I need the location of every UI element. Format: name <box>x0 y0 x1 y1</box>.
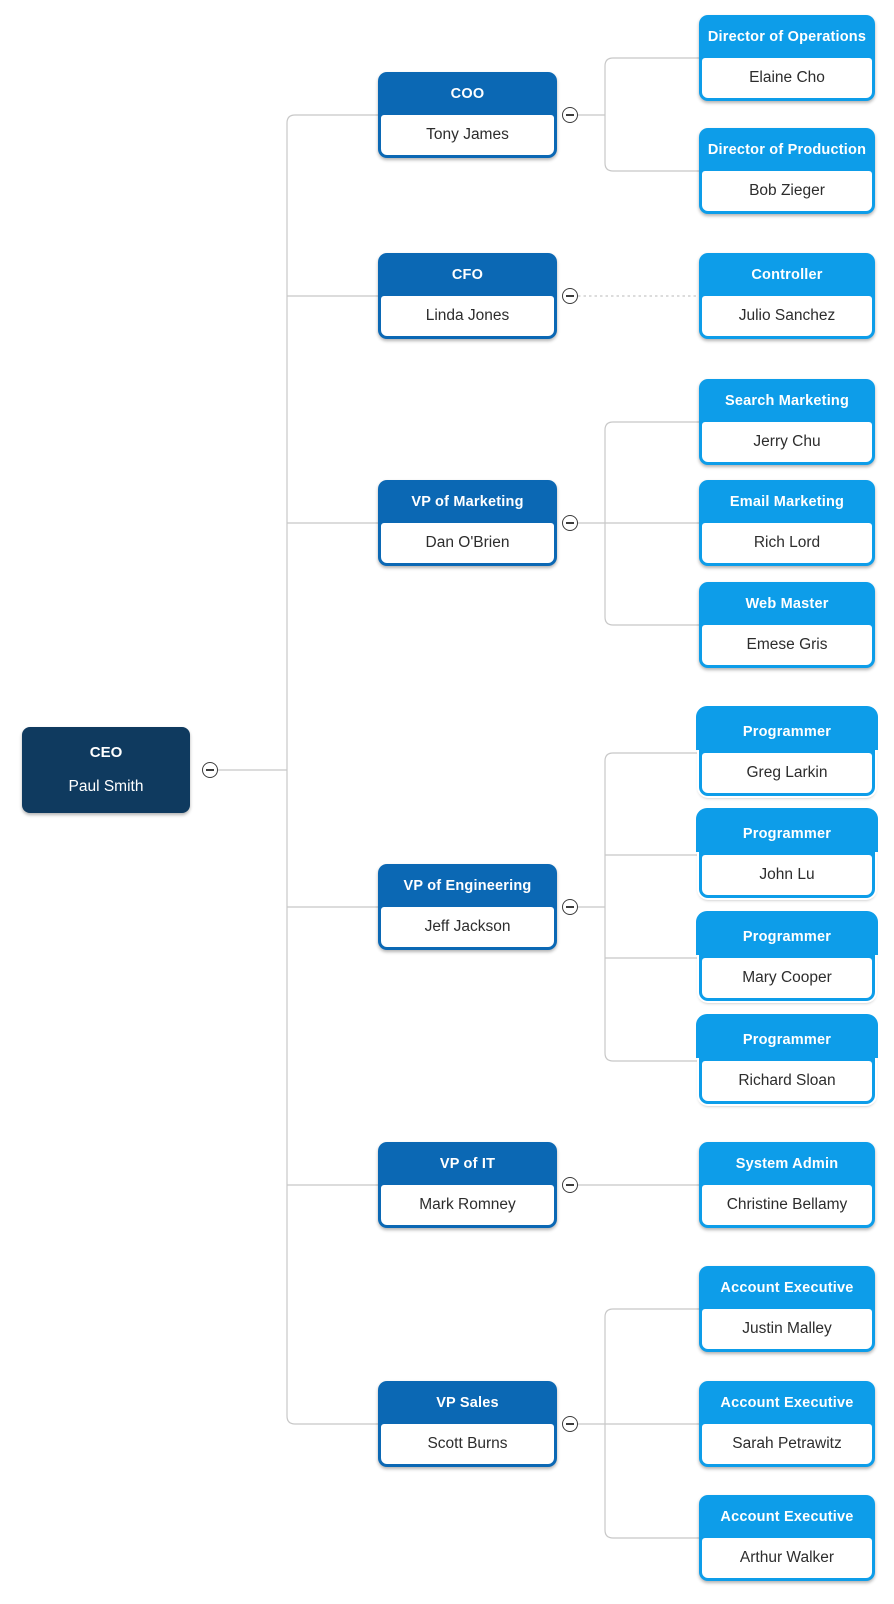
collapse-button-vp-engineering[interactable] <box>562 899 578 915</box>
org-node-vp-it[interactable]: VP of IT Mark Romney <box>378 1142 557 1228</box>
node-name: Justin Malley <box>702 1309 872 1349</box>
org-node-account-exec-arthur-walker[interactable]: Account Executive Arthur Walker <box>699 1495 875 1581</box>
node-name: Christine Bellamy <box>702 1185 872 1225</box>
minus-icon <box>566 906 574 908</box>
node-title: Programmer <box>742 1031 832 1048</box>
connector-sales-spine <box>604 1308 699 1539</box>
minus-icon <box>566 295 574 297</box>
node-name: Greg Larkin <box>702 753 872 793</box>
org-node-vp-sales[interactable]: VP Sales Scott Burns <box>378 1381 557 1467</box>
org-node-vp-marketing[interactable]: VP of Marketing Dan O'Brien <box>378 480 557 566</box>
org-node-search-marketing[interactable]: Search Marketing Jerry Chu <box>699 379 875 465</box>
org-node-controller[interactable]: Controller Julio Sanchez <box>699 253 875 339</box>
org-node-programmer-greg-larkin[interactable]: Programmer Greg Larkin <box>696 706 878 796</box>
node-name: Sarah Petrawitz <box>702 1424 872 1464</box>
minus-icon <box>566 1423 574 1425</box>
node-name: John Lu <box>702 855 872 895</box>
node-name: Dan O'Brien <box>381 523 554 563</box>
org-node-account-exec-sarah-petrawitz[interactable]: Account Executive Sarah Petrawitz <box>699 1381 875 1467</box>
node-title: Account Executive <box>720 1508 854 1525</box>
node-name: Bob Zieger <box>702 171 872 211</box>
node-title: VP of Engineering <box>403 877 532 894</box>
node-name: Richard Sloan <box>702 1061 872 1101</box>
org-node-programmer-richard-sloan[interactable]: Programmer Richard Sloan <box>696 1014 878 1104</box>
node-name: Mary Cooper <box>702 958 872 998</box>
collapse-button-cfo[interactable] <box>562 288 578 304</box>
node-name: Emese Gris <box>702 625 872 665</box>
org-node-coo[interactable]: COO Tony James <box>378 72 557 158</box>
node-name: Tony James <box>381 115 554 155</box>
node-title: Programmer <box>742 825 832 842</box>
org-node-account-exec-justin-malley[interactable]: Account Executive Justin Malley <box>699 1266 875 1352</box>
node-title: Search Marketing <box>724 392 850 409</box>
node-name: Linda Jones <box>381 296 554 336</box>
org-node-programmer-mary-cooper[interactable]: Programmer Mary Cooper <box>696 911 878 1001</box>
minus-icon <box>566 1184 574 1186</box>
node-title: System Admin <box>735 1155 839 1172</box>
node-title: Web Master <box>745 595 829 612</box>
collapse-button-coo[interactable] <box>562 107 578 123</box>
node-name: Jeff Jackson <box>381 907 554 947</box>
node-name: Scott Burns <box>381 1424 554 1464</box>
connector-engineering-spine <box>604 752 699 1062</box>
node-title: VP of IT <box>439 1155 496 1172</box>
org-node-vp-engineering[interactable]: VP of Engineering Jeff Jackson <box>378 864 557 950</box>
minus-icon <box>566 114 574 116</box>
connector-marketing-spine <box>604 421 699 626</box>
node-title: CEO <box>89 744 123 761</box>
collapse-button-vp-marketing[interactable] <box>562 515 578 531</box>
collapse-button-ceo[interactable] <box>202 762 218 778</box>
org-node-ceo[interactable]: CEO Paul Smith <box>22 727 190 813</box>
node-name: Julio Sanchez <box>702 296 872 336</box>
org-node-director-production[interactable]: Director of Production Bob Zieger <box>699 128 875 214</box>
node-name: Jerry Chu <box>702 422 872 462</box>
node-title: Programmer <box>742 723 832 740</box>
connector-main-spine <box>286 114 378 1425</box>
node-title: Controller <box>751 266 823 283</box>
node-title: VP of Marketing <box>411 493 524 510</box>
node-title: Programmer <box>742 928 832 945</box>
node-name: Arthur Walker <box>702 1538 872 1578</box>
node-title: Account Executive <box>720 1279 854 1296</box>
node-name: Mark Romney <box>381 1185 554 1225</box>
org-node-web-master[interactable]: Web Master Emese Gris <box>699 582 875 668</box>
minus-icon <box>206 769 214 771</box>
org-node-email-marketing[interactable]: Email Marketing Rich Lord <box>699 480 875 566</box>
node-name: Paul Smith <box>68 778 144 795</box>
org-node-director-operations[interactable]: Director of Operations Elaine Cho <box>699 15 875 101</box>
node-title: CFO <box>451 266 484 283</box>
collapse-button-vp-it[interactable] <box>562 1177 578 1193</box>
node-title: Director of Production <box>707 141 867 158</box>
org-node-system-admin[interactable]: System Admin Christine Bellamy <box>699 1142 875 1228</box>
org-node-programmer-john-lu[interactable]: Programmer John Lu <box>696 808 878 898</box>
node-title: COO <box>450 85 485 102</box>
node-name: Rich Lord <box>702 523 872 563</box>
node-title: Account Executive <box>720 1394 854 1411</box>
node-title: VP Sales <box>436 1394 499 1411</box>
org-node-cfo[interactable]: CFO Linda Jones <box>378 253 557 339</box>
collapse-button-vp-sales[interactable] <box>562 1416 578 1432</box>
connector-coo-spine <box>604 57 699 172</box>
node-title: Director of Operations <box>707 28 867 45</box>
node-title: Email Marketing <box>729 493 845 510</box>
minus-icon <box>566 522 574 524</box>
node-name: Elaine Cho <box>702 58 872 98</box>
